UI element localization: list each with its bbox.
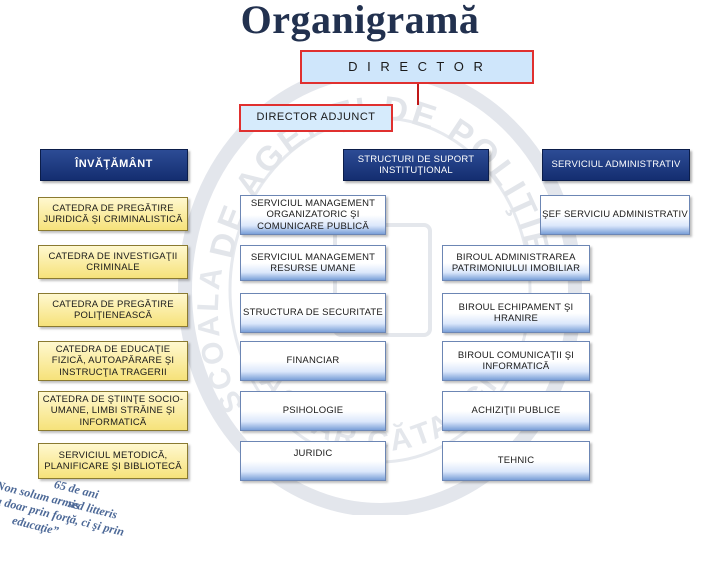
admin-item: BIROUL ECHIPAMENT ŞI HRANIRE: [442, 293, 590, 333]
connector-director-deputy: [417, 83, 419, 105]
admin-item: ŞEF SERVICIU ADMINISTRATIV: [540, 195, 690, 235]
teaching-item: CATEDRA DE ŞTIINŢE SOCIO-UMANE, LIMBI ST…: [38, 391, 188, 431]
support-item: STRUCTURA DE SECURITATE: [240, 293, 386, 333]
admin-item: ACHIZIŢII PUBLICE: [442, 391, 590, 431]
support-item: SERVICIUL MANAGEMENT ORGANIZATORIC ŞI CO…: [240, 195, 386, 235]
support-item: PSIHOLOGIE: [240, 391, 386, 431]
head-support: STRUCTURI DE SUPORT INSTITUŢIONAL: [343, 149, 489, 181]
teaching-item: CATEDRA DE EDUCAŢIE FIZICĂ, AUTOAPĂRARE …: [38, 341, 188, 381]
motto-text: 65 de ani „Non solum armis sed litteris …: [0, 462, 142, 576]
teaching-item: CATEDRA DE PREGĂTIRE JURIDICĂ ŞI CRIMINA…: [38, 197, 188, 231]
head-teaching: ÎNVĂŢĂMÂNT: [40, 149, 188, 181]
teaching-item: SERVICIUL METODICĂ, PLANIFICARE ŞI BIBLI…: [38, 443, 188, 479]
director-box: D I R E C T O R: [300, 50, 534, 84]
page-title: Organigramă: [240, 0, 480, 42]
deputy-director-box: DIRECTOR ADJUNCT: [239, 104, 393, 132]
admin-item: BIROUL ADMINISTRAREA PATRIMONIULUI IMOBI…: [442, 245, 590, 281]
admin-item: BIROUL COMUNICAŢII ŞI INFORMATICĂ: [442, 341, 590, 381]
admin-item: TEHNIC: [442, 441, 590, 481]
support-item: FINANCIAR: [240, 341, 386, 381]
teaching-item: CATEDRA DE PREGĂTIRE POLIŢIENEASCĂ: [38, 293, 188, 327]
head-admin: SERVICIUL ADMINISTRATIV: [542, 149, 690, 181]
support-item: SERVICIUL MANAGEMENT RESURSE UMANE: [240, 245, 386, 281]
teaching-item: CATEDRA DE INVESTIGAŢII CRIMINALE: [38, 245, 188, 279]
support-item: JURIDIC: [240, 441, 386, 481]
